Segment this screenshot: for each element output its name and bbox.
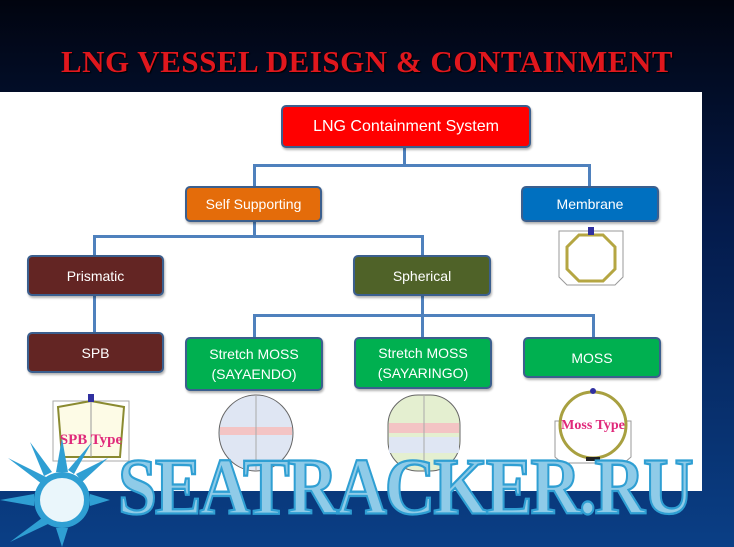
connector bbox=[93, 235, 423, 238]
connector bbox=[421, 314, 424, 337]
connector bbox=[403, 148, 406, 166]
node-label: MOSS bbox=[571, 349, 613, 366]
moss-tank-image: Moss Type bbox=[554, 388, 632, 464]
connector bbox=[421, 296, 424, 316]
node-membrane: Membrane bbox=[521, 186, 659, 222]
node-moss: MOSS bbox=[523, 337, 661, 378]
node-label: Self Supporting bbox=[205, 196, 302, 212]
node-label: Stretch MOSS bbox=[378, 345, 468, 361]
node-label: Prismatic bbox=[66, 267, 125, 284]
connector bbox=[253, 164, 590, 167]
node-label: Spherical bbox=[392, 267, 452, 284]
connector bbox=[592, 314, 595, 337]
sayaendo-tank-image bbox=[218, 394, 294, 472]
slide-title: LNG VESSEL DEISGN & CONTAINMENT bbox=[60, 44, 674, 79]
node-stretch-moss-sayaendo: Stretch MOSS (SAYAENDO) bbox=[185, 337, 323, 391]
watermark-text: SEATRACKER.RU bbox=[117, 443, 695, 532]
node-label: LNG Containment System bbox=[313, 117, 499, 135]
connector bbox=[253, 164, 256, 186]
connector bbox=[93, 235, 96, 255]
node-label: (SAYAENDO) bbox=[211, 366, 297, 382]
node-spb: SPB bbox=[27, 332, 164, 373]
connector bbox=[588, 164, 591, 186]
connector bbox=[253, 221, 256, 237]
sayaringo-tank-image bbox=[387, 394, 461, 472]
node-lng-containment-system: LNG Containment System bbox=[281, 105, 531, 148]
node-label: (SAYARINGO) bbox=[377, 365, 469, 381]
moss-type-caption: Moss Type bbox=[561, 418, 625, 433]
node-label: Membrane bbox=[556, 196, 624, 212]
node-label: SPB bbox=[81, 344, 110, 361]
membrane-tank-image bbox=[558, 227, 624, 286]
spb-tank-image: SPB Type bbox=[52, 394, 130, 462]
node-spherical: Spherical bbox=[353, 255, 491, 296]
node-stretch-moss-sayaringo: Stretch MOSS (SAYARINGO) bbox=[354, 337, 492, 389]
connector bbox=[93, 296, 96, 332]
node-self-supporting: Self Supporting bbox=[185, 186, 322, 222]
spb-type-caption: SPB Type bbox=[60, 432, 123, 448]
sun-logo-icon bbox=[0, 438, 110, 547]
connector bbox=[253, 314, 595, 317]
node-label: Stretch MOSS bbox=[209, 346, 299, 362]
connector bbox=[253, 314, 256, 337]
node-prismatic: Prismatic bbox=[27, 255, 164, 296]
connector bbox=[421, 235, 424, 255]
